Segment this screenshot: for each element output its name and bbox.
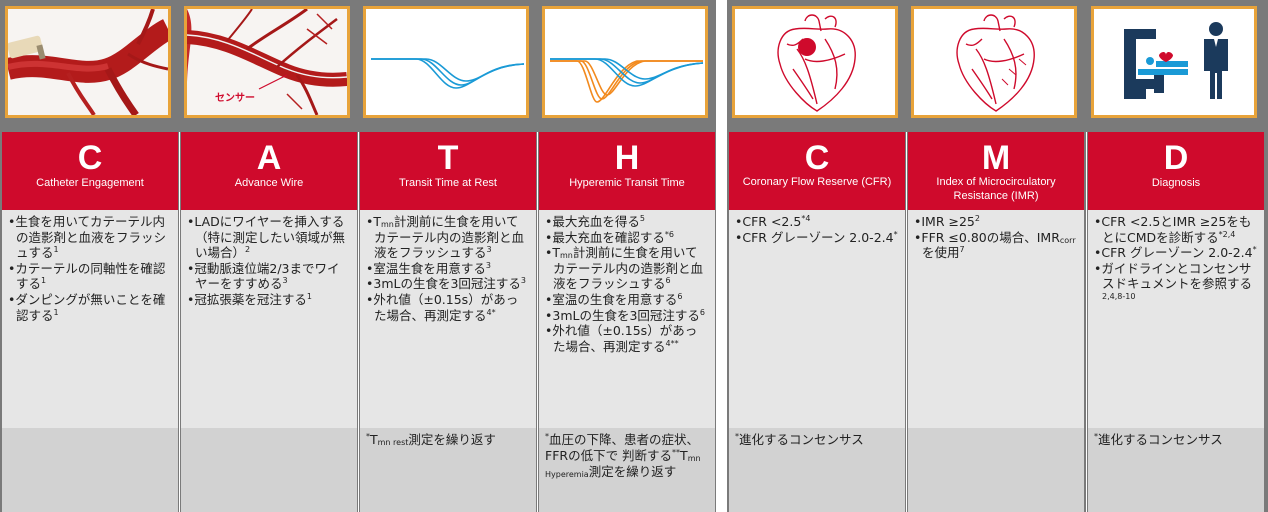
step-instructions: Tmn計測前に生食を用いてカテーテル内の造影剤と血液をフラッシュする3 室温生食… (360, 210, 536, 428)
step-header: A Advance Wire (181, 132, 357, 210)
step-footnote (2, 428, 178, 512)
step-header: D Diagnosis (1088, 132, 1264, 210)
step-letter: C (804, 139, 830, 177)
step-letter: M (981, 139, 1011, 177)
list-item: CFR グレーゾーン 2.0-2.4* (1094, 245, 1258, 261)
step-letter: H (614, 139, 640, 177)
step-footnote: *進化するコンセンサス (1088, 428, 1264, 512)
step-instructions: 生食を用いてカテーテル内の造影剤と血液をフラッシュする1 カテーテルの同軸性を確… (2, 210, 178, 428)
step-letter: A (256, 139, 282, 177)
step-title: Transit Time at Rest (398, 177, 497, 189)
step-header: C Coronary Flow Reserve (CFR) (729, 132, 905, 210)
column-divider (358, 132, 359, 512)
list-item: CFR <2.5*4 (735, 214, 899, 230)
list-item: 室温の生食を用意する6 (545, 292, 709, 308)
step-instructions: 最大充血を得る5 最大充血を確認する*6 Tmn計測前に生食を用いてカテーテル内… (539, 210, 715, 428)
list-item: 最大充血を得る5 (545, 214, 709, 230)
step-footnote: *Tmn rest測定を繰り返す (360, 428, 536, 512)
step-header: T Transit Time at Rest (360, 132, 536, 210)
list-item: 外れ値（±0.15s）があった場合、再測定する4** (545, 323, 709, 354)
list-item: 冠動脈遠位端2/3までワイヤーをすすめる3 (187, 261, 351, 292)
step-header: H Hyperemic Transit Time (539, 132, 715, 210)
step-title: Index of Microcirculatory Resistance (IM… (936, 176, 1056, 202)
column-catheter-engagement: C Catheter Engagement 生食を用いてカテーテル内の造影剤と血… (2, 0, 178, 512)
list-item: ダンピングが無いことを確認する1 (8, 292, 172, 323)
list-item: 3mLの生食を3回冠注する3 (366, 276, 530, 292)
heart-cfr-image (732, 6, 898, 118)
wire-artery-image: センサー (184, 6, 350, 118)
sensor-label: センサー (215, 93, 255, 104)
step-footnote (181, 428, 357, 512)
step-letter: C (77, 139, 103, 177)
step-title: Coronary Flow Reserve (CFR) (742, 176, 892, 188)
column-divider (179, 132, 180, 512)
list-item: CFR <2.5とIMR ≥25をもとにCMDを診断する*2,4 (1094, 214, 1258, 245)
list-item: 3mLの生食を3回冠注する6 (545, 308, 709, 324)
step-letter: T (437, 139, 459, 177)
catheter-artery-image (5, 6, 171, 118)
column-divider (537, 132, 538, 512)
list-item: LADにワイヤーを挿入する（特に測定したい領域が無い場合）2 (187, 214, 351, 261)
step-letter: D (1163, 139, 1189, 177)
step-title: Hyperemic Transit Time (569, 177, 685, 189)
list-item: CFR グレーゾーン 2.0-2.4* (735, 230, 899, 246)
step-header: C Catheter Engagement (2, 132, 178, 210)
list-item: IMR ≥252 (914, 214, 1078, 230)
list-item: ガイドラインとコンセンサスドキュメントを参照する2,4,8-10 (1094, 261, 1258, 308)
list-item: カテーテルの同軸性を確認する1 (8, 261, 172, 292)
step-header: M Index of Microcirculatory Resistance (… (908, 132, 1084, 210)
rest-thermodilution-curves-image (363, 6, 529, 118)
step-footnote: *進化するコンセンサス (729, 428, 905, 512)
step-instructions: CFR <2.5とIMR ≥25をもとにCMDを診断する*2,4 CFR グレー… (1088, 210, 1264, 428)
list-item: Tmn計測前に生食を用いてカテーテル内の造影剤と血液をフラッシュする6 (545, 245, 709, 292)
column-advance-wire: センサー A Advance Wire LADにワイヤーを挿入する（特に測定した… (181, 0, 357, 512)
column-transit-time-rest: T Transit Time at Rest Tmn計測前に生食を用いてカテーテ… (360, 0, 536, 512)
column-divider (1086, 132, 1087, 512)
heart-imr-image (911, 6, 1077, 118)
step-instructions: LADにワイヤーを挿入する（特に測定したい領域が無い場合）2 冠動脈遠位端2/3… (181, 210, 357, 428)
column-diagnosis: D Diagnosis CFR <2.5とIMR ≥25をもとにCMDを診断する… (1088, 0, 1264, 512)
column-coronary-flow-reserve: C Coronary Flow Reserve (CFR) CFR <2.5*4… (729, 0, 905, 512)
list-item: FFR ≤0.80の場合、IMRcorrを使用7 (914, 230, 1078, 261)
list-item: 室温生食を用意する3 (366, 261, 530, 277)
list-item: 最大充血を確認する*6 (545, 230, 709, 246)
column-divider (906, 132, 907, 512)
list-item: 外れ値（±0.15s）があった場合、再測定する4* (366, 292, 530, 323)
column-hyperemic-transit-time: H Hyperemic Transit Time 最大充血を得る5 最大充血を確… (539, 0, 715, 512)
list-item: Tmn計測前に生食を用いてカテーテル内の造影剤と血液をフラッシュする3 (366, 214, 530, 261)
step-title: Advance Wire (234, 177, 304, 189)
step-instructions: IMR ≥252 FFR ≤0.80の場合、IMRcorrを使用7 (908, 210, 1084, 428)
step-footnote (908, 428, 1084, 512)
list-item: 生食を用いてカテーテル内の造影剤と血液をフラッシュする1 (8, 214, 172, 261)
list-item: 冠拡張薬を冠注する1 (187, 292, 351, 308)
step-footnote: *血圧の下降、患者の症状、FFRの低下で 判断する**Tmn Hyperemia… (539, 428, 715, 512)
column-imr: M Index of Microcirculatory Resistance (… (908, 0, 1084, 512)
step-title: Diagnosis (1151, 177, 1201, 189)
hyperemic-thermodilution-curves-image (542, 6, 708, 118)
diagnosis-scanner-image (1091, 6, 1257, 118)
step-instructions: CFR <2.5*4 CFR グレーゾーン 2.0-2.4* (729, 210, 905, 428)
step-title: Catheter Engagement (36, 177, 144, 189)
